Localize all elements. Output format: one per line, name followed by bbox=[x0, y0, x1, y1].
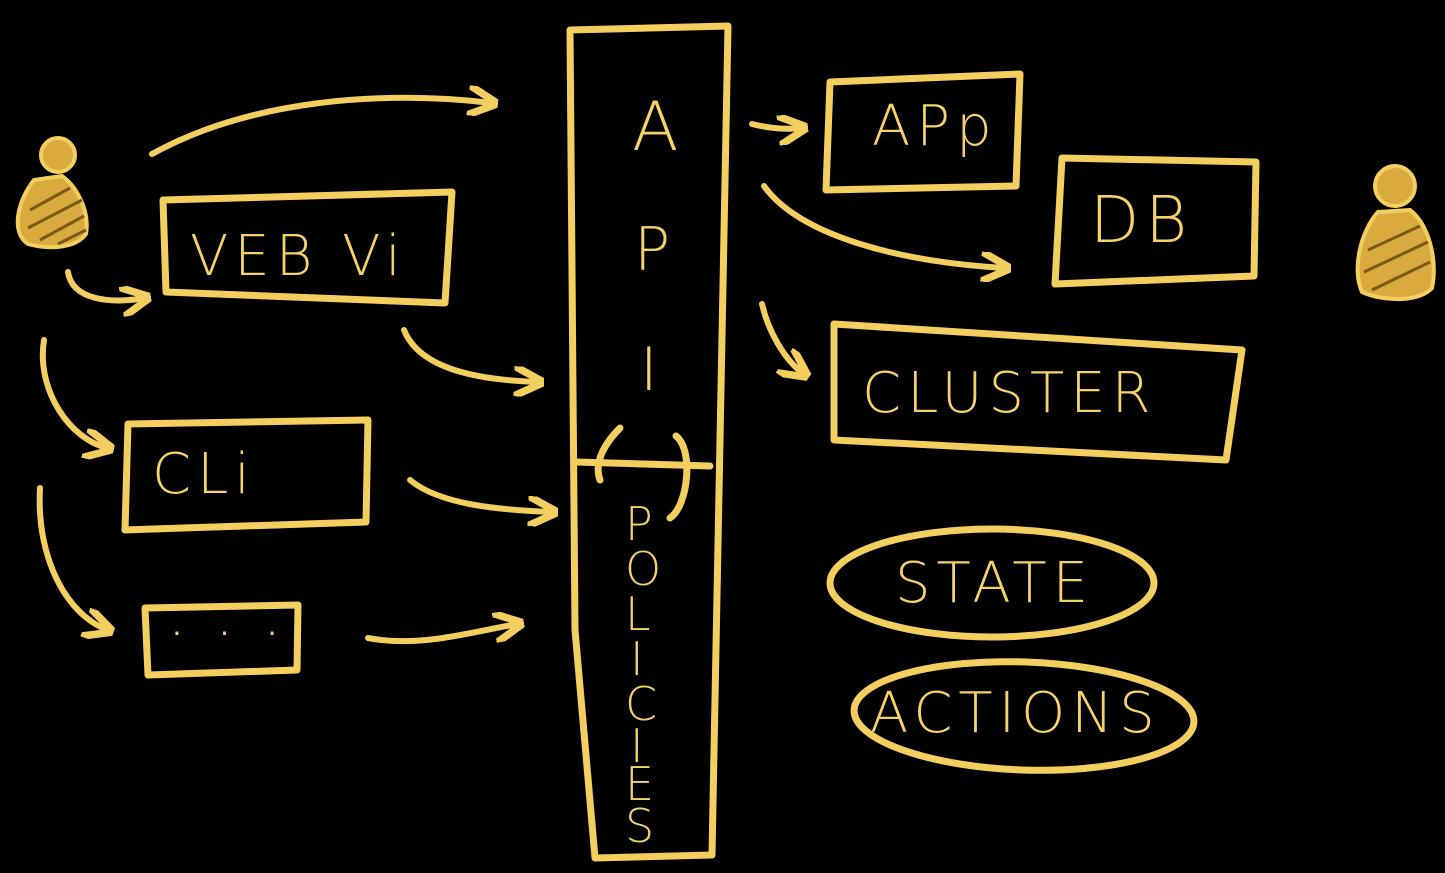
app-label: APp bbox=[872, 94, 998, 159]
policies-letter-4: I bbox=[630, 632, 644, 686]
policies-letter-7: E bbox=[625, 757, 654, 811]
actions-label: ACTIONS bbox=[870, 681, 1161, 746]
right-user-icon bbox=[1355, 164, 1436, 302]
state-node: STATE bbox=[826, 525, 1158, 641]
arrow-api-to-db bbox=[761, 183, 1005, 268]
policies-label: P O L I C I E S bbox=[625, 497, 661, 853]
state-label: STATE bbox=[895, 551, 1094, 616]
cluster-node: CLUSTER bbox=[830, 320, 1246, 464]
other-clients-label: · · · bbox=[168, 601, 287, 666]
api-letter-a: A bbox=[632, 88, 679, 167]
arrow-api-to-app bbox=[749, 124, 802, 129]
db-label: DB bbox=[1090, 184, 1193, 258]
left-user-icon bbox=[15, 136, 89, 250]
cluster-label: CLUSTER bbox=[862, 361, 1157, 426]
cli-label: CLi bbox=[152, 442, 256, 507]
policies-letter-2: O bbox=[625, 542, 661, 596]
web-ui-node: VEB Vi bbox=[159, 188, 456, 307]
policies-letter-3: L bbox=[625, 587, 651, 641]
arrow-user-to-other bbox=[36, 485, 108, 630]
api-letter-i: I bbox=[640, 335, 658, 405]
arrow-user-to-cli bbox=[39, 337, 108, 448]
other-clients-node: · · · bbox=[141, 601, 302, 679]
policies-letter-5: C bbox=[625, 677, 657, 731]
api-letter-p: P bbox=[634, 215, 670, 285]
actions-node: ACTIONS bbox=[850, 658, 1198, 774]
connector-arrows bbox=[36, 98, 1005, 645]
policies-letter-8: S bbox=[625, 799, 654, 853]
cli-node: CLi bbox=[121, 416, 372, 534]
arrow-other-to-api bbox=[365, 624, 518, 645]
db-node: DB bbox=[1051, 154, 1260, 288]
policies-letter-6: I bbox=[630, 719, 644, 773]
api-column: A P I bbox=[566, 22, 732, 862]
policies-letter-1: P bbox=[625, 497, 653, 551]
arrow-web-ui-to-api bbox=[401, 327, 538, 382]
arrow-cli-to-api bbox=[407, 477, 552, 512]
web-ui-label: VEB Vi bbox=[190, 224, 407, 289]
arrow-api-to-cluster bbox=[759, 301, 804, 374]
app-node: APp bbox=[822, 70, 1024, 194]
arrow-user-to-web-ui bbox=[65, 269, 145, 300]
arrow-user-to-api bbox=[149, 98, 492, 157]
